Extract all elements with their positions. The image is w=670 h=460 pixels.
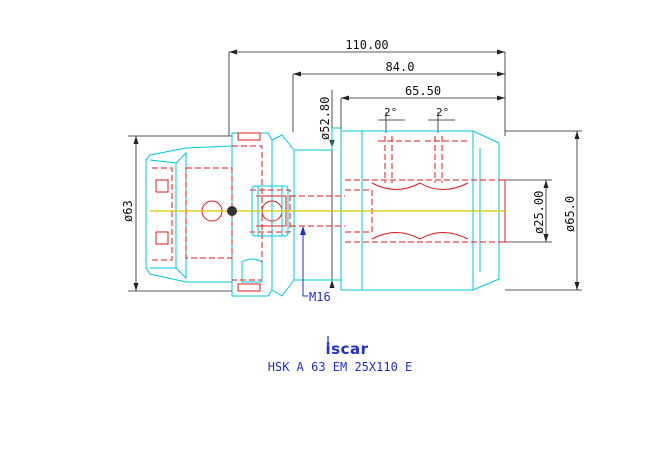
tool-designation: HSK A 63 EM 25X110 E [268,360,413,374]
dimension-25: ø25.00 [500,179,552,243]
angle-marks: 2° 2° [378,106,455,133]
hidden-detail [152,132,506,292]
dimension-110: 110.00 [228,38,506,136]
dim-label-63: ø63 [121,200,135,222]
angle-label-right: 2° [436,106,449,119]
axis-marker [227,206,237,216]
dimension-65-50: 65.50 [340,84,505,130]
dimension-84: 84.0 [292,60,505,132]
dim-label-52-80: ø52.80 [318,97,332,140]
m16-callout: M16 [300,226,331,304]
dimension-63: ø63 [121,135,232,292]
dim-label-25: ø25.00 [532,191,546,234]
dim-label-65-50: 65.50 [405,84,441,98]
iscar-logo: iscar [326,336,369,358]
holder-outline [145,127,500,297]
dim-label-65: ø65.0 [563,196,577,232]
dim-label-84: 84.0 [386,60,415,74]
dimension-65: ø65.0 [505,130,582,291]
angle-label-left: 2° [384,106,397,119]
logo-text: iscar [326,340,369,358]
screw-detail [241,185,289,283]
dim-label-110: 110.00 [345,38,388,52]
m16-label: M16 [309,290,331,304]
dimension-52-80: ø52.80 [318,90,335,288]
